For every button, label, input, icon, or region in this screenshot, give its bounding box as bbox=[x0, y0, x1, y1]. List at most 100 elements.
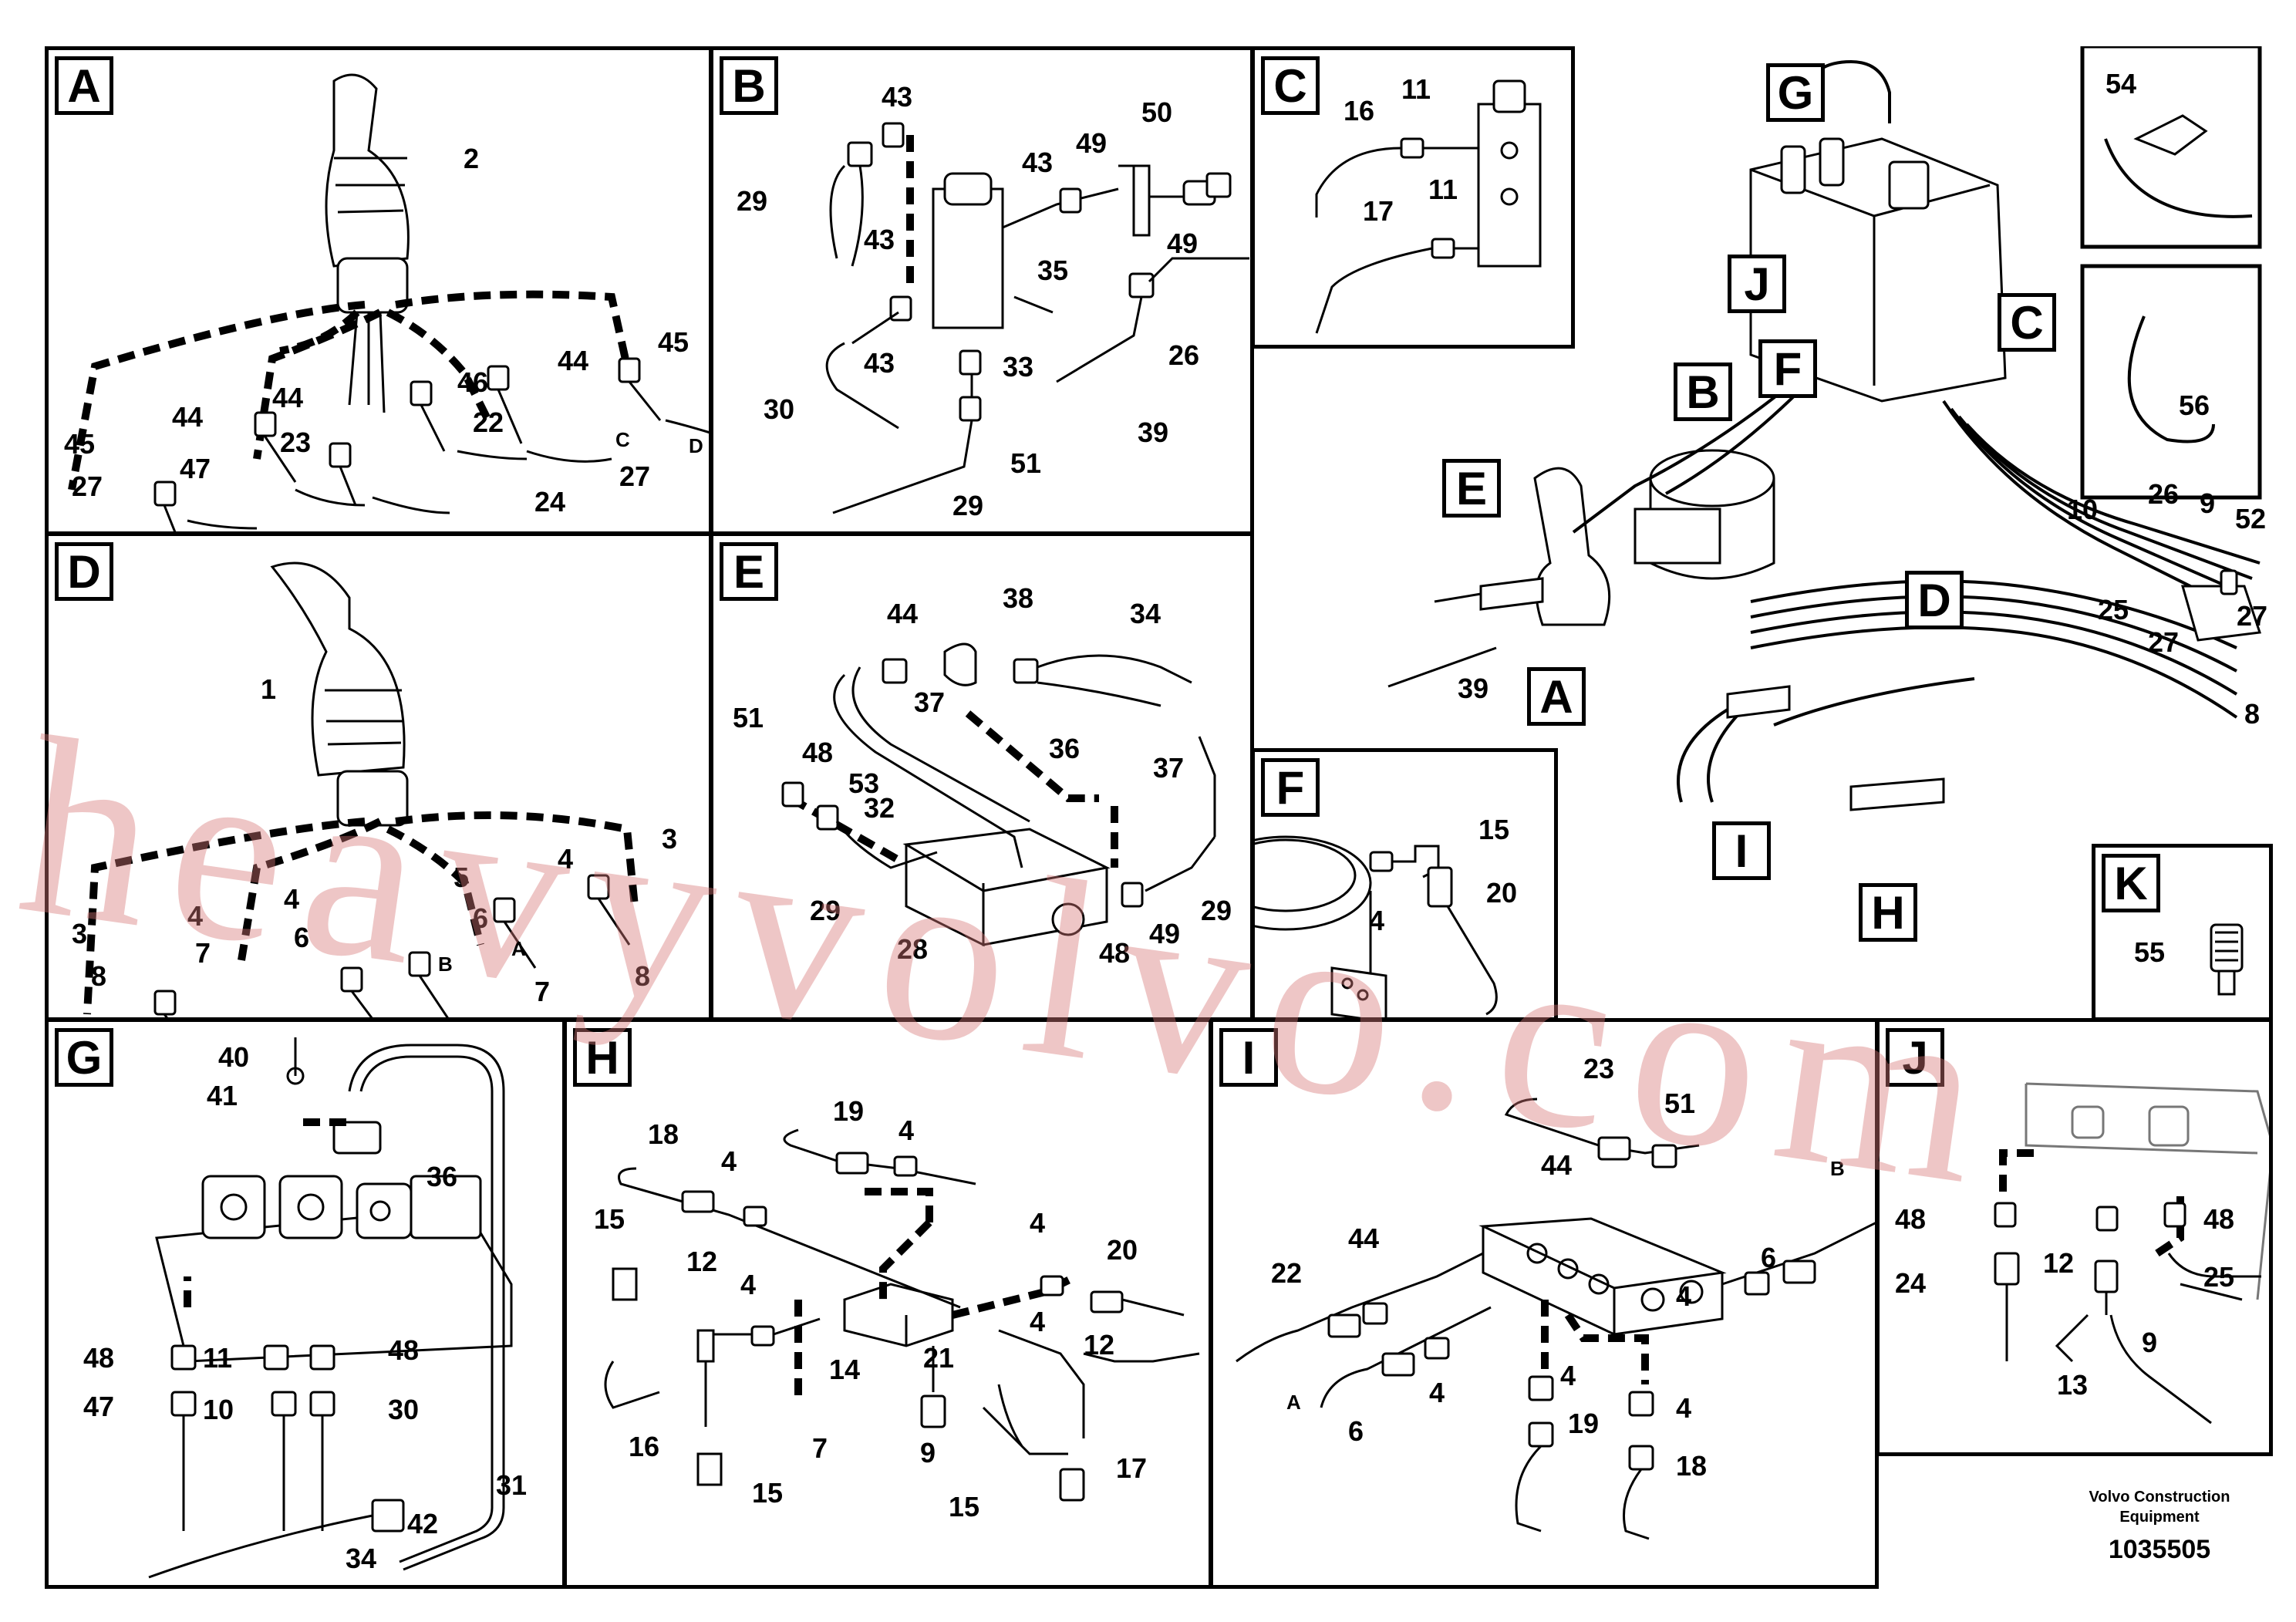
label-24: 24 bbox=[1895, 1267, 1927, 1299]
label-18: 18 bbox=[648, 1118, 679, 1150]
label-43: 43 bbox=[1022, 147, 1054, 178]
label-d: D bbox=[689, 434, 703, 457]
label-9: 9 bbox=[2142, 1327, 2158, 1358]
excavator-hose-routing bbox=[1387, 46, 2262, 811]
footer-drawing-number: 1035505 bbox=[2108, 1535, 2211, 1564]
label-56: 56 bbox=[2179, 389, 2210, 421]
label-5: 5 bbox=[453, 862, 470, 893]
label-43: 43 bbox=[864, 347, 895, 379]
label-30: 30 bbox=[764, 393, 795, 425]
label-25: 25 bbox=[2098, 594, 2129, 626]
label-25: 25 bbox=[2203, 1261, 2235, 1293]
panel-e: E 44 38 34 51 37 36 48 53 bbox=[710, 532, 1254, 1021]
label-4: 4 bbox=[1560, 1360, 1576, 1391]
label-43: 43 bbox=[882, 81, 913, 113]
label-31: 31 bbox=[496, 1469, 528, 1501]
label-30: 30 bbox=[388, 1394, 420, 1425]
label-13: 13 bbox=[2057, 1369, 2089, 1401]
panel-g-letter: G bbox=[55, 1028, 113, 1087]
callout-d: D bbox=[1905, 571, 1964, 629]
label-33: 33 bbox=[1003, 351, 1034, 383]
label-4: 4 bbox=[740, 1269, 757, 1300]
swivel-fitting-drawing bbox=[1255, 835, 1498, 1017]
label-49: 49 bbox=[1167, 228, 1199, 259]
label-48: 48 bbox=[83, 1342, 115, 1374]
label-3: 3 bbox=[662, 823, 678, 855]
label-4: 4 bbox=[721, 1145, 737, 1177]
label-24: 24 bbox=[534, 486, 566, 518]
label-48: 48 bbox=[802, 737, 834, 768]
label-47: 47 bbox=[180, 453, 211, 484]
block-fitting-drawing bbox=[604, 1128, 1200, 1502]
callout-i: I bbox=[1712, 821, 1771, 880]
label-8: 8 bbox=[635, 960, 651, 992]
callout-a: A bbox=[1527, 667, 1586, 726]
label-7: 7 bbox=[812, 1432, 828, 1464]
joystick-left-drawing bbox=[83, 561, 639, 1017]
label-49: 49 bbox=[1149, 918, 1181, 949]
label-9: 9 bbox=[2200, 487, 2216, 519]
label-18: 18 bbox=[1676, 1450, 1708, 1482]
label-15: 15 bbox=[752, 1477, 784, 1509]
label-4: 4 bbox=[284, 883, 300, 915]
pressure-sensor-drawing bbox=[2210, 923, 2244, 996]
label-51: 51 bbox=[1010, 447, 1042, 479]
label-6: 6 bbox=[473, 902, 489, 934]
label-44: 44 bbox=[1348, 1222, 1380, 1254]
panel-b: B 43 50 29 43 49 43 49 35 bbox=[710, 46, 1254, 535]
overview-drawing: 54 56 10 26 9 52 25 27 27 8 39 G J C B F… bbox=[1249, 46, 2275, 880]
label-c: C bbox=[615, 428, 630, 451]
label-a: A bbox=[511, 937, 526, 960]
label-29: 29 bbox=[1201, 895, 1232, 926]
label-1: 1 bbox=[261, 673, 277, 705]
label-17: 17 bbox=[1363, 195, 1394, 227]
label-4: 4 bbox=[1429, 1377, 1445, 1408]
callout-j: J bbox=[1728, 255, 1786, 313]
valve-assembly-drawing bbox=[825, 122, 1249, 514]
label-42: 42 bbox=[407, 1508, 439, 1539]
callout-c: C bbox=[1998, 293, 2056, 352]
panel-i: I 23 51 44 B bbox=[1209, 1018, 1879, 1589]
panel-c-letter: C bbox=[1261, 56, 1320, 115]
label-21: 21 bbox=[923, 1342, 955, 1374]
label-55: 55 bbox=[2134, 936, 2166, 968]
label-8: 8 bbox=[91, 960, 107, 992]
label-a: A bbox=[1286, 1391, 1301, 1414]
label-10: 10 bbox=[2067, 494, 2099, 525]
label-9: 9 bbox=[920, 1437, 936, 1469]
label-45: 45 bbox=[658, 326, 689, 358]
label-44: 44 bbox=[887, 598, 919, 629]
label-51: 51 bbox=[1664, 1088, 1696, 1119]
callout-g: G bbox=[1766, 63, 1825, 122]
label-44: 44 bbox=[172, 401, 204, 433]
label-34: 34 bbox=[346, 1543, 377, 1574]
panel-h-letter: H bbox=[573, 1028, 632, 1087]
panel-h: H 19 18 4 bbox=[563, 1018, 1212, 1589]
label-53: 53 bbox=[848, 767, 880, 799]
label-4: 4 bbox=[1030, 1306, 1046, 1337]
label-16: 16 bbox=[629, 1431, 660, 1462]
label-23: 23 bbox=[1583, 1053, 1615, 1084]
joystick-right-drawing bbox=[68, 73, 709, 531]
label-44: 44 bbox=[558, 345, 589, 376]
panel-a: A 2 45 44 46 44 45 bbox=[45, 46, 713, 535]
label-38: 38 bbox=[1003, 582, 1034, 614]
label-3: 3 bbox=[72, 918, 88, 949]
label-27: 27 bbox=[2148, 626, 2180, 658]
label-b: B bbox=[438, 953, 453, 976]
label-52: 52 bbox=[2235, 503, 2267, 534]
label-47: 47 bbox=[83, 1391, 115, 1422]
label-8: 8 bbox=[2244, 698, 2261, 730]
label-6: 6 bbox=[294, 922, 310, 953]
panel-k-letter: K bbox=[2102, 854, 2160, 912]
label-27: 27 bbox=[619, 460, 651, 492]
panel-j: J 48 48 12 24 25 13 9 bbox=[1876, 1018, 2273, 1456]
label-54: 54 bbox=[2106, 68, 2137, 99]
callout-h-main: H bbox=[1859, 883, 1917, 942]
label-50: 50 bbox=[1141, 96, 1173, 128]
label-48: 48 bbox=[1099, 937, 1131, 969]
label-4: 4 bbox=[1369, 905, 1385, 936]
label-b: B bbox=[1830, 1157, 1845, 1180]
label-4: 4 bbox=[1676, 1392, 1692, 1424]
